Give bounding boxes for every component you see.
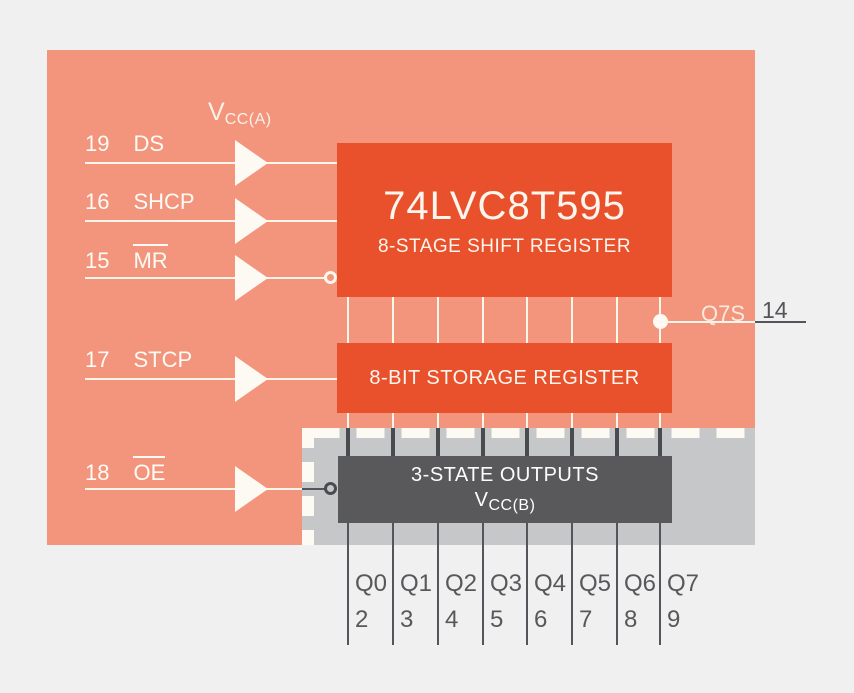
mr-pin-number: 15 [85, 248, 110, 273]
chip-subtitle: 8-STAGE SHIFT REGISTER [377, 235, 632, 257]
bit-line [659, 522, 661, 645]
q5-pin-number: 7 [579, 606, 593, 633]
bit-line [615, 428, 619, 457]
bit-line [659, 413, 661, 428]
q1-label: Q1 [400, 570, 433, 597]
bit-line [616, 522, 618, 645]
bit-line [482, 522, 484, 645]
shcp-buffer-icon [235, 198, 268, 244]
ds-label: 19 DS [85, 131, 164, 157]
bit-line [616, 296, 618, 343]
mr-signal-name: MR [133, 244, 168, 274]
bit-line [482, 413, 484, 428]
vcc-b-base: V [474, 489, 489, 511]
q0-pin-number: 2 [355, 606, 369, 633]
vcc-b-label: VCC(B) [475, 489, 536, 515]
q7-label: Q7 [667, 570, 700, 597]
shcp-label: 16 SHCP [85, 189, 195, 215]
storage-register-label: 8-BIT STORAGE REGISTER [369, 366, 640, 389]
q7-pin-number: 9 [667, 606, 681, 633]
oe-pin-number: 18 [85, 460, 110, 485]
vcc-a-sub: CC(A) [224, 111, 272, 128]
ds-signal-name: DS [133, 131, 165, 156]
chip-title: 74LVC8T595 [383, 183, 626, 228]
stcp-wire [85, 378, 337, 380]
bit-line [571, 522, 573, 645]
stcp-pin-number: 17 [85, 347, 110, 372]
shift-register-block: 74LVC8T595 8-STAGE SHIFT REGISTER [337, 143, 672, 297]
oe-buffer-icon [235, 466, 268, 512]
q7s-pin-number: 14 [762, 297, 788, 323]
bit-line [526, 522, 528, 645]
bit-line [346, 428, 350, 457]
tristate-outputs-block: 3-STATE OUTPUTS VCC(B) [338, 456, 672, 523]
q7s-wire-outer [755, 321, 806, 323]
bit-line [571, 413, 573, 428]
bit-line [570, 428, 574, 457]
shcp-signal-name: SHCP [133, 189, 195, 214]
vcc-a-base: V [208, 98, 225, 126]
bit-line [392, 522, 394, 645]
bit-line [347, 296, 349, 343]
bit-line [347, 413, 349, 428]
bit-line [571, 296, 573, 343]
dashed-border-left [302, 428, 314, 545]
mr-buffer-icon [235, 255, 268, 301]
ds-wire [85, 162, 337, 164]
q1-pin-number: 3 [400, 606, 414, 633]
q0-label: Q0 [355, 570, 388, 597]
shcp-pin-number: 16 [85, 189, 110, 214]
bit-line [436, 428, 440, 457]
mr-inversion-bubble-icon [324, 271, 337, 284]
bit-line [437, 522, 439, 645]
oe-wire-outer [302, 488, 326, 490]
oe-signal-name: OE [133, 456, 166, 486]
q6-label: Q6 [624, 570, 657, 597]
vcc-b-sub: CC(B) [488, 497, 536, 514]
q2-pin-number: 4 [445, 606, 459, 633]
shcp-wire [85, 220, 337, 222]
q3-label: Q3 [490, 570, 523, 597]
q4-pin-number: 6 [534, 606, 548, 633]
bit-line [347, 522, 349, 645]
stcp-buffer-icon [235, 356, 268, 402]
bit-line [392, 296, 394, 343]
q7s-label: Q7S [700, 301, 745, 326]
oe-wire-inner [85, 488, 302, 490]
q2-label: Q2 [445, 570, 478, 597]
bit-line [392, 413, 394, 428]
bit-line [481, 428, 485, 457]
q5-label: Q5 [579, 570, 612, 597]
bit-line [391, 428, 395, 457]
stcp-label: 17 STCP [85, 347, 192, 373]
q6-pin-number: 8 [624, 606, 638, 633]
q4-label: Q4 [534, 570, 567, 597]
mr-label: 15 MR [85, 244, 168, 274]
bit-line [526, 413, 528, 428]
bit-line [526, 296, 528, 343]
bit-line [658, 428, 662, 457]
tristate-label: 3-STATE OUTPUTS [411, 464, 599, 486]
ds-buffer-icon [235, 140, 268, 186]
oe-label: 18 OE [85, 456, 166, 486]
mr-wire [85, 277, 326, 279]
bit-line [482, 296, 484, 343]
q7s-wire-inner [660, 321, 755, 323]
storage-register-block: 8-BIT STORAGE REGISTER [337, 343, 672, 413]
bit-line [437, 296, 439, 343]
oe-inversion-bubble-icon [324, 482, 337, 495]
q3-pin-number: 5 [490, 606, 504, 633]
bit-line [616, 413, 618, 428]
bit-line [525, 428, 529, 457]
vcc-a-label: VCC(A) [208, 98, 272, 129]
bit-line [437, 413, 439, 428]
stcp-signal-name: STCP [133, 347, 193, 372]
ds-pin-number: 19 [85, 131, 110, 156]
